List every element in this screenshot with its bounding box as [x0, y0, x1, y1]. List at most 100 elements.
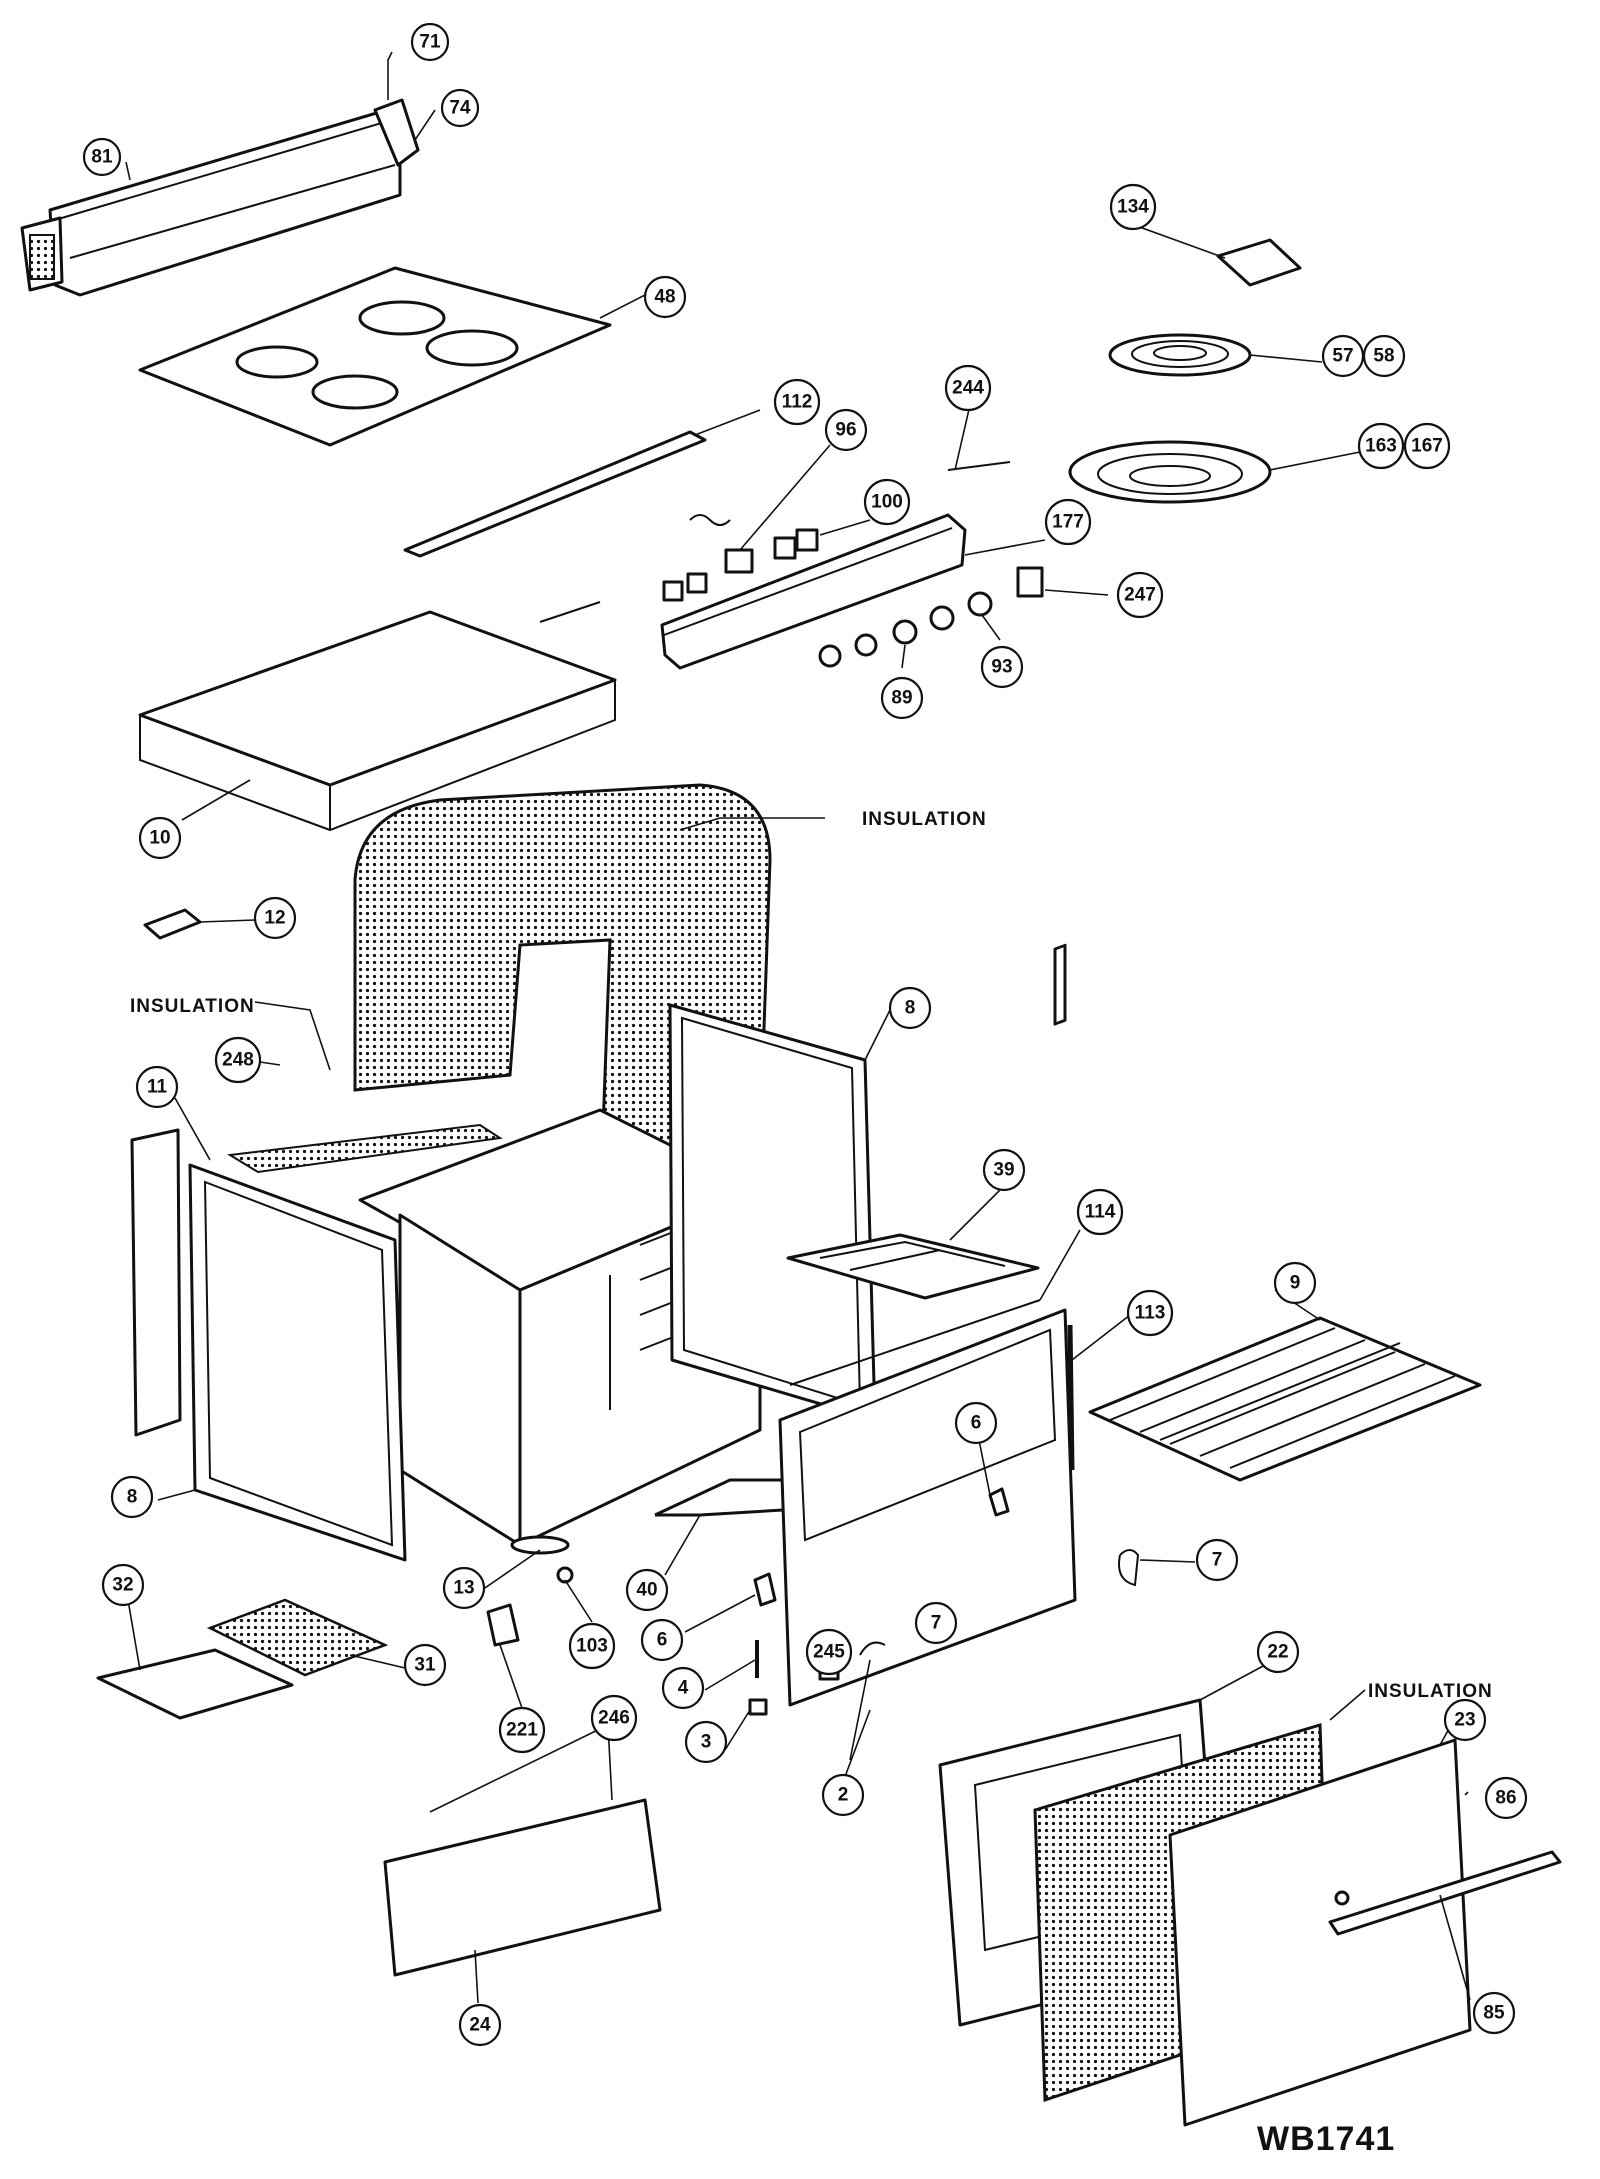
right-side-frame-part: [668, 1003, 877, 1422]
callout-label: 39: [993, 1160, 1014, 1181]
callout-12: 12: [253, 896, 297, 940]
surface-unit-part: [1108, 333, 1252, 377]
callout-8-right: 8: [888, 986, 932, 1030]
callout-58: 58: [1362, 334, 1406, 378]
callout-2: 2: [821, 1773, 865, 1817]
callout-label: 246: [598, 1708, 630, 1729]
callout-221: 221: [498, 1706, 546, 1754]
broiler-grid-part: [206, 1598, 389, 1677]
callout-81: 81: [82, 137, 122, 177]
callout-85: 85: [1472, 1991, 1516, 2035]
backguard-part: [20, 98, 420, 297]
callout-134: 134: [1109, 183, 1157, 231]
small-parts: [486, 1487, 1140, 1716]
callout-label: 81: [91, 147, 113, 168]
callout-247: 247: [1116, 571, 1164, 619]
callout-39: 39: [982, 1148, 1026, 1192]
callout-label: 112: [782, 392, 813, 413]
callout-label: 13: [453, 1578, 474, 1599]
callout-label: 3: [701, 1732, 712, 1753]
callout-label: 93: [991, 657, 1012, 678]
callout-label: 244: [952, 378, 984, 399]
callout-167: 167: [1403, 422, 1451, 470]
insulation-label-text-2: INSULATION: [130, 996, 255, 1017]
callout-label: 85: [1483, 2003, 1505, 2024]
callout-11: 11: [135, 1065, 179, 1109]
callout-label: 40: [636, 1580, 657, 1601]
tray-part: [138, 610, 617, 832]
callout-label: 245: [813, 1642, 845, 1663]
insulation-label-2: INSULATION: [130, 996, 255, 1017]
callout-6-upper: 6: [954, 1401, 998, 1445]
callout-103: 103: [568, 1622, 616, 1670]
trim-strip-part: [403, 430, 707, 558]
callout-label: 8: [127, 1487, 138, 1508]
broiler-pan-part: [96, 1648, 294, 1720]
front-frame-part: [778, 943, 1077, 1707]
callout-label: 7: [1212, 1550, 1223, 1571]
drawer-front-part: [383, 1798, 662, 1977]
callout-96: 96: [824, 408, 868, 452]
callout-6-lower: 6: [640, 1618, 684, 1662]
callout-112: 112: [773, 378, 821, 426]
callout-100: 100: [863, 478, 911, 526]
callout-244: 244: [944, 364, 992, 412]
callout-113: 113: [1126, 1289, 1174, 1337]
callout-label: 9: [1290, 1273, 1301, 1294]
callout-label: 31: [414, 1655, 436, 1676]
insulation-label-text-1: INSULATION: [862, 809, 987, 830]
callout-114: 114: [1076, 1188, 1124, 1236]
callout-93: 93: [980, 645, 1024, 689]
callout-74: 74: [440, 88, 480, 128]
callout-86: 86: [1484, 1776, 1528, 1820]
callout-label: 11: [147, 1077, 168, 1098]
callout-163: 163: [1357, 422, 1405, 470]
callout-7-right: 7: [1195, 1538, 1239, 1582]
switch-part: [1216, 238, 1302, 287]
callout-9: 9: [1273, 1261, 1317, 1305]
side-insulation-part: [227, 1123, 503, 1174]
callout-248: 248: [214, 1036, 262, 1084]
callout-label: 221: [506, 1720, 538, 1741]
callout-13: 13: [442, 1566, 486, 1610]
callout-246: 246: [590, 1694, 638, 1742]
callout-177: 177: [1044, 498, 1092, 546]
callout-label: 10: [149, 828, 170, 849]
callout-label: 114: [1085, 1202, 1116, 1223]
callout-label: 177: [1052, 512, 1084, 533]
callout-245: 245: [805, 1628, 853, 1676]
broil-element-part: [786, 1233, 1040, 1300]
callout-label: 247: [1124, 585, 1156, 606]
callout-3: 3: [684, 1720, 728, 1764]
callout-label: 48: [654, 287, 675, 308]
callout-24: 24: [458, 2003, 502, 2047]
callout-8-left: 8: [110, 1475, 154, 1519]
callout-57: 57: [1321, 334, 1365, 378]
callout-label: 134: [1117, 197, 1149, 218]
callout-22: 22: [1256, 1630, 1300, 1674]
callout-23: 23: [1443, 1698, 1487, 1742]
left-side-frame-part: [188, 1163, 407, 1562]
callout-label: 86: [1495, 1788, 1516, 1809]
insulation-label-1: INSULATION: [862, 809, 987, 830]
insulation-label-text-3: INSULATION: [1368, 1681, 1493, 1702]
callout-32: 32: [101, 1563, 145, 1607]
oven-rack-part: [1088, 1316, 1482, 1482]
callout-label: 23: [1454, 1710, 1475, 1731]
callout-label: 8: [905, 998, 916, 1019]
callout-label: 71: [419, 32, 441, 53]
callout-48: 48: [643, 275, 687, 319]
callout-31: 31: [403, 1643, 447, 1687]
callout-label: 163: [1365, 436, 1397, 457]
callout-label: 58: [1373, 346, 1394, 367]
main-top-part: [138, 266, 612, 447]
callout-label: 100: [871, 492, 903, 513]
callout-71: 71: [410, 22, 450, 62]
left-side-panel-part: [130, 1128, 182, 1437]
callout-label: 12: [264, 908, 285, 929]
callout-label: 96: [835, 420, 856, 441]
door-handle-part: [1328, 1850, 1562, 1936]
callout-label: 7: [931, 1613, 942, 1634]
callout-89: 89: [880, 676, 924, 720]
